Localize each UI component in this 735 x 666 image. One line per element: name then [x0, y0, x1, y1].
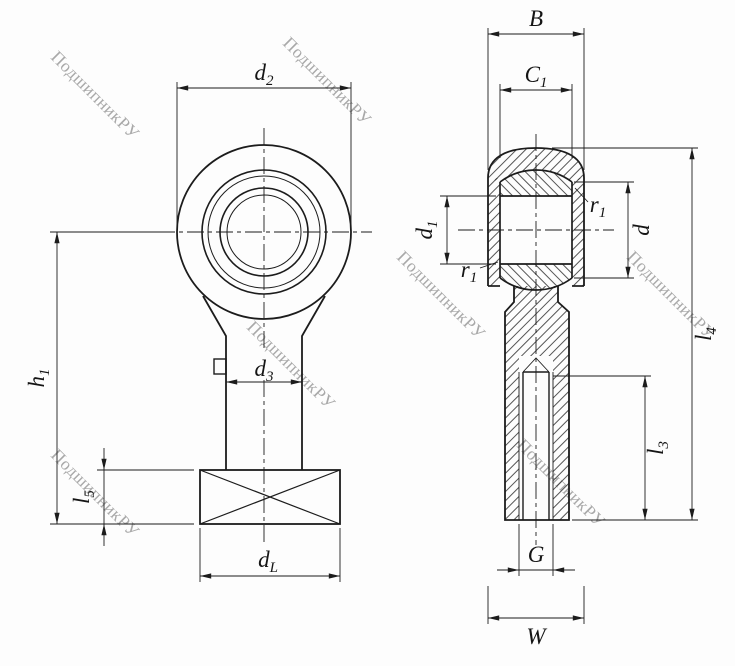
ball-top-hatch [500, 170, 572, 196]
dimension-h1: h1 [24, 231, 194, 525]
watermark-text: ПодшипникРУ [279, 33, 376, 130]
dimension-r1-right: r1 [574, 187, 606, 221]
dimension-d3: d3 [226, 356, 302, 385]
watermark-text: ПодшипникРУ [393, 247, 490, 344]
dim-label-l3: l3 [643, 441, 672, 455]
dimension-d1: d1 [412, 195, 496, 265]
dimension-d: d [574, 181, 654, 279]
front-view [158, 128, 372, 542]
dim-label-G: G [528, 542, 545, 567]
ring-left-hatch [488, 178, 500, 286]
dim-label-r1: r1 [461, 257, 477, 286]
ring-outer-circle [201, 169, 327, 295]
dim-label-r1: r1 [590, 192, 606, 221]
ring-chamfer-circle [207, 175, 321, 289]
head-outer-circle [176, 144, 352, 320]
dimension-C1: C1 [499, 62, 573, 158]
dimension-l4: l4 [552, 147, 720, 521]
dimension-r1-left: r1 [461, 257, 499, 286]
dim-label-d1: d1 [412, 221, 441, 240]
shank-right-edge [301, 295, 326, 470]
shank-left-edge [202, 295, 227, 470]
dim-label-d: d [629, 224, 654, 236]
dimension-d2: d2 [176, 60, 352, 226]
bore-circle [226, 194, 302, 270]
dim-label-d2: d2 [255, 60, 275, 89]
dim-label-l5: l5 [69, 490, 98, 504]
dimension-l5: l5 [69, 448, 194, 546]
dimension-l3: l3 [553, 375, 672, 520]
dimension-B: B [487, 6, 585, 170]
dim-label-l4: l4 [691, 327, 720, 341]
dim-label-C1: C1 [525, 62, 548, 91]
dim-label-d3: d3 [255, 356, 274, 385]
ball-bottom-hatch [500, 264, 572, 290]
ball-face-circle [219, 187, 309, 277]
base-block [199, 469, 341, 525]
shank-outline [504, 286, 570, 521]
dim-label-B: B [529, 6, 543, 31]
grease-fitting [213, 358, 227, 375]
watermark-text: ПодшипникРУ [47, 47, 144, 144]
shank-hatch [505, 286, 569, 520]
dimension-W: W [487, 586, 585, 649]
dimension-G: G [497, 524, 575, 576]
dim-label-h1: h1 [24, 369, 53, 388]
dimension-dL: dL [199, 528, 341, 582]
ring-right-hatch [572, 178, 584, 286]
base-cross-line [199, 469, 341, 525]
dim-label-dL: dL [258, 547, 278, 576]
watermarks: ПодшипникРУ ПодшипникРУ ПодшипникРУ Подш… [47, 33, 720, 542]
dim-label-W: W [526, 624, 547, 649]
